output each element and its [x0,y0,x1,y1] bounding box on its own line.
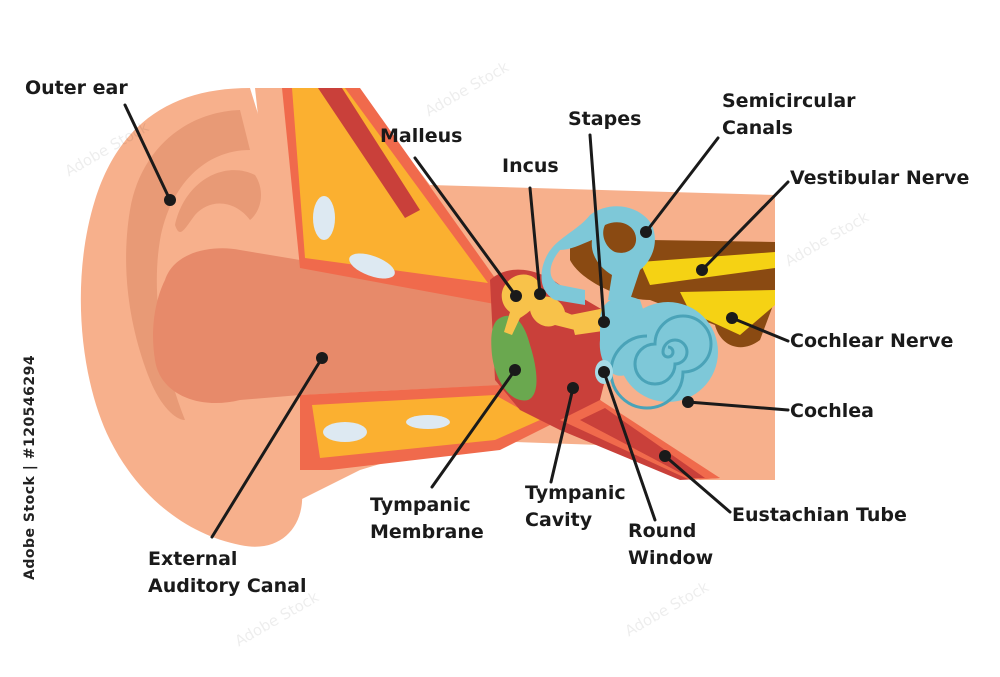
label-round-window-line2: Window [628,547,714,569]
label-incus: Incus [502,155,559,177]
leader-stapes [588,133,606,324]
leader-outer-ear [123,103,172,202]
bone-cavity-1 [313,196,335,240]
label-tympanic-membrane-line2: Membrane [370,521,484,543]
bone-cavity-3 [323,422,367,442]
label-tympanic-cavity-line1: Tympanic [525,482,626,504]
dot-tympanic-membrane [509,364,521,376]
incus-shape [530,296,580,330]
label-tympanic-membrane-line1: Tympanic [370,494,471,516]
dot-outer-ear [164,194,176,206]
dot-round-window [598,366,610,378]
upper-bone-stripe [318,88,420,218]
bone-cavity-4 [406,415,450,429]
stock-id: Adobe Stock | #120546294 [22,354,38,580]
leader-cochlear [730,316,790,343]
dot-malleus [510,290,522,302]
label-tympanic-membrane: Tympanic Membrane [370,492,484,546]
leader-round-window [602,370,657,522]
leader-incus [528,186,542,296]
leader-malleus [413,156,518,298]
dot-cochlea [682,396,694,408]
leader-tympanic-membrane [430,368,517,489]
tympanic-membrane-shape [491,315,537,401]
label-cochlea: Cochlea [790,400,875,422]
leader-cochlea [686,400,790,412]
label-malleus: Malleus [380,125,463,147]
leader-external-canal [210,356,324,539]
cochlear-nerve-shape [680,290,775,335]
dot-eustachian [659,450,671,462]
bone-cavity-2 [349,253,395,279]
label-outer-ear: Outer ear [25,77,128,99]
dot-external-canal [316,352,328,364]
label-vestibular-nerve: Vestibular Nerve [790,167,970,189]
label-stapes: Stapes [568,108,642,130]
leader-tympanic-cavity [549,386,575,484]
dot-incus [534,288,546,300]
label-external-line2: Auditory Canal [148,575,307,597]
dot-semicircular [640,226,652,238]
label-semicircular-line1: Semicircular [722,90,856,112]
label-tympanic-cavity: Tympanic Cavity [525,480,626,534]
leader-lines [123,103,790,539]
dot-tympanic-cavity [567,382,579,394]
label-tympanic-cavity-line2: Cavity [525,509,593,531]
leader-vestibular [700,180,790,272]
pinna-antihelix [175,170,262,232]
label-eustachian-tube: Eustachian Tube [732,504,907,526]
cochlea-shape [618,302,718,402]
leader-semicircular [644,136,720,234]
label-round-window: Round Window [628,518,713,572]
leader-dots [164,194,738,462]
leader-eustachian [663,454,732,514]
label-round-window-line1: Round [628,520,697,542]
dot-cochlear [726,312,738,324]
dot-vestibular [696,264,708,276]
label-external-auditory-canal: External Auditory Canal [148,546,306,600]
label-semicircular-line2: Canals [722,117,793,139]
dot-stapes [598,316,610,328]
semicircular-canal-hole [603,222,637,253]
label-external-line1: External [148,548,238,570]
label-cochlear-nerve: Cochlear Nerve [790,330,954,352]
label-semicircular-canals: Semicircular Canals [722,88,856,142]
cochlea-spiral [609,314,713,410]
eustachian-tube-inner [580,408,705,478]
